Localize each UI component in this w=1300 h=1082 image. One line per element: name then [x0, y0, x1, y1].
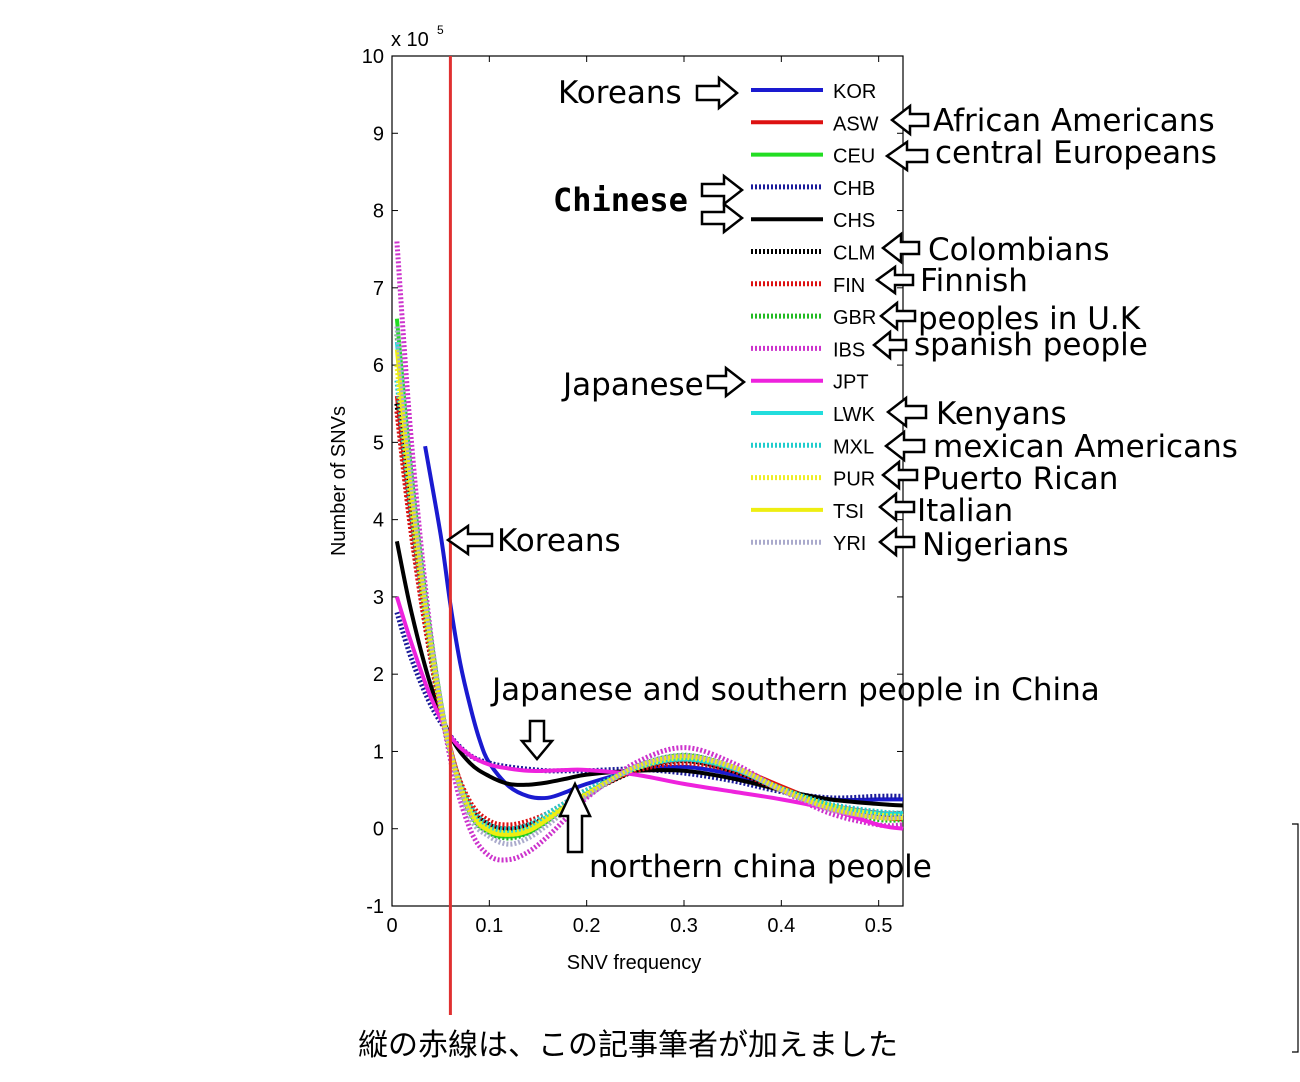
- x-tick-label: 0.1: [475, 915, 503, 937]
- arrow-left-icon: [878, 491, 916, 523]
- series-line-jpt: [394, 596, 904, 831]
- legend-label-chs: CHS: [833, 210, 875, 232]
- arrow-left-icon: [881, 459, 919, 491]
- annotation-african-americans: African Americans: [933, 103, 1215, 139]
- arrow-right-icon: [700, 173, 745, 207]
- legend-label-asw: ASW: [833, 113, 879, 135]
- x-axis: 0 0.1 0.2 0.3 0.4 0.5: [386, 56, 893, 937]
- y-tick-label: 4: [373, 510, 384, 532]
- arrow-left-icon: [883, 429, 926, 463]
- legend-label-fin: FIN: [833, 275, 865, 297]
- y-tick-label: 7: [373, 278, 384, 300]
- arrow-down-icon: [519, 719, 555, 761]
- y-exponent: 5: [437, 23, 444, 37]
- y-tick-label: 1: [373, 741, 384, 763]
- annotation-italian: Italian: [917, 493, 1013, 529]
- y-tick-label: 10: [362, 46, 384, 68]
- y-tick-label: -1: [366, 896, 384, 918]
- y-tick-label: 0: [373, 819, 384, 841]
- y-axis-title: Number of SNVs: [328, 406, 350, 556]
- x-tick-label: 0.2: [573, 915, 601, 937]
- legend-label-ceu: CEU: [833, 146, 875, 168]
- series-line-kor: [423, 445, 903, 803]
- annotation-chinese: Chinese: [553, 181, 688, 219]
- y-tick-label: 5: [373, 432, 384, 454]
- x-tick-label: 0.4: [767, 915, 795, 937]
- arrow-left-icon: [879, 300, 917, 332]
- arrow-left-icon: [445, 523, 494, 557]
- legend-label-jpt: JPT: [833, 372, 869, 394]
- legend-label-gbr: GBR: [833, 307, 876, 329]
- y-tick-label: 8: [373, 201, 384, 223]
- annotation-japanese: Japanese: [561, 367, 704, 403]
- annotation-arrows: [445, 75, 930, 854]
- y-axis: -1 0 1 2 3 4 5 6 7 8 9 10: [362, 46, 903, 918]
- arrow-right-icon: [700, 201, 745, 235]
- arrow-right-icon: [706, 365, 747, 399]
- arrow-left-icon: [884, 139, 929, 173]
- x-axis-title: SNV frequency: [567, 952, 702, 974]
- arrow-left-icon: [885, 395, 928, 429]
- legend-label-yri: YRI: [833, 533, 866, 555]
- annotation-nigerians: Nigerians: [922, 527, 1069, 563]
- y-tick-label: 9: [373, 123, 384, 145]
- legend-label-pur: PUR: [833, 469, 875, 491]
- legend-label-lwk: LWK: [833, 404, 876, 426]
- legend-label-chb: CHB: [833, 178, 875, 200]
- legend-label-clm: CLM: [833, 243, 875, 265]
- annotation-mexican-americans: mexican Americans: [933, 429, 1238, 465]
- series-line-tsi: [394, 349, 904, 837]
- side-bracket: [1292, 823, 1299, 1053]
- arrow-left-icon: [874, 264, 915, 296]
- annotation-finnish: Finnish: [920, 263, 1028, 299]
- series-layer: [394, 241, 904, 863]
- legend-label-kor: KOR: [833, 81, 876, 103]
- arrow-left-icon: [889, 103, 930, 137]
- y-tick-label: 2: [373, 664, 384, 686]
- annotation-colombians: Colombians: [928, 232, 1109, 268]
- legend-label-ibs: IBS: [833, 339, 865, 361]
- legend-label-mxl: MXL: [833, 436, 874, 458]
- x-tick-label: 0.5: [865, 915, 893, 937]
- x-tick-label: 0.3: [670, 915, 698, 937]
- arrow-right-icon: [695, 75, 739, 111]
- annotation-puerto-rican: Puerto Rican: [922, 461, 1118, 497]
- y-multiplier: x 10: [391, 29, 429, 51]
- legend: KOR ASW CEU CHB CHS CLM FIN GBR IBS JPT LWK MXL PUR T…: [751, 81, 879, 555]
- annotation-spanish-people: spanish people: [914, 327, 1148, 363]
- annotation-kenyans: Kenyans: [936, 396, 1067, 432]
- caption: 縦の赤線は、この記事筆者が加えました: [358, 1028, 898, 1063]
- annotation-northern-china: northern china people: [589, 849, 932, 885]
- arrow-left-icon: [880, 231, 921, 265]
- annotation-koreans-legend: Koreans: [558, 75, 682, 111]
- annotation-peoples-uk: peoples in U.K: [918, 301, 1141, 337]
- arrow-left-icon: [872, 329, 908, 361]
- arrow-up-icon: [558, 781, 592, 854]
- legend-label-tsi: TSI: [833, 501, 864, 523]
- y-tick-label: 3: [373, 587, 384, 609]
- annotation-japanese-southern-china: Japanese and southern people in China: [490, 672, 1100, 708]
- x-tick-label: 0: [386, 915, 397, 937]
- annotation-koreans-curve: Koreans: [497, 523, 621, 559]
- y-tick-label: 6: [373, 355, 384, 377]
- annotation-central-europeans: central Europeans: [935, 135, 1217, 171]
- arrow-left-icon: [878, 526, 916, 558]
